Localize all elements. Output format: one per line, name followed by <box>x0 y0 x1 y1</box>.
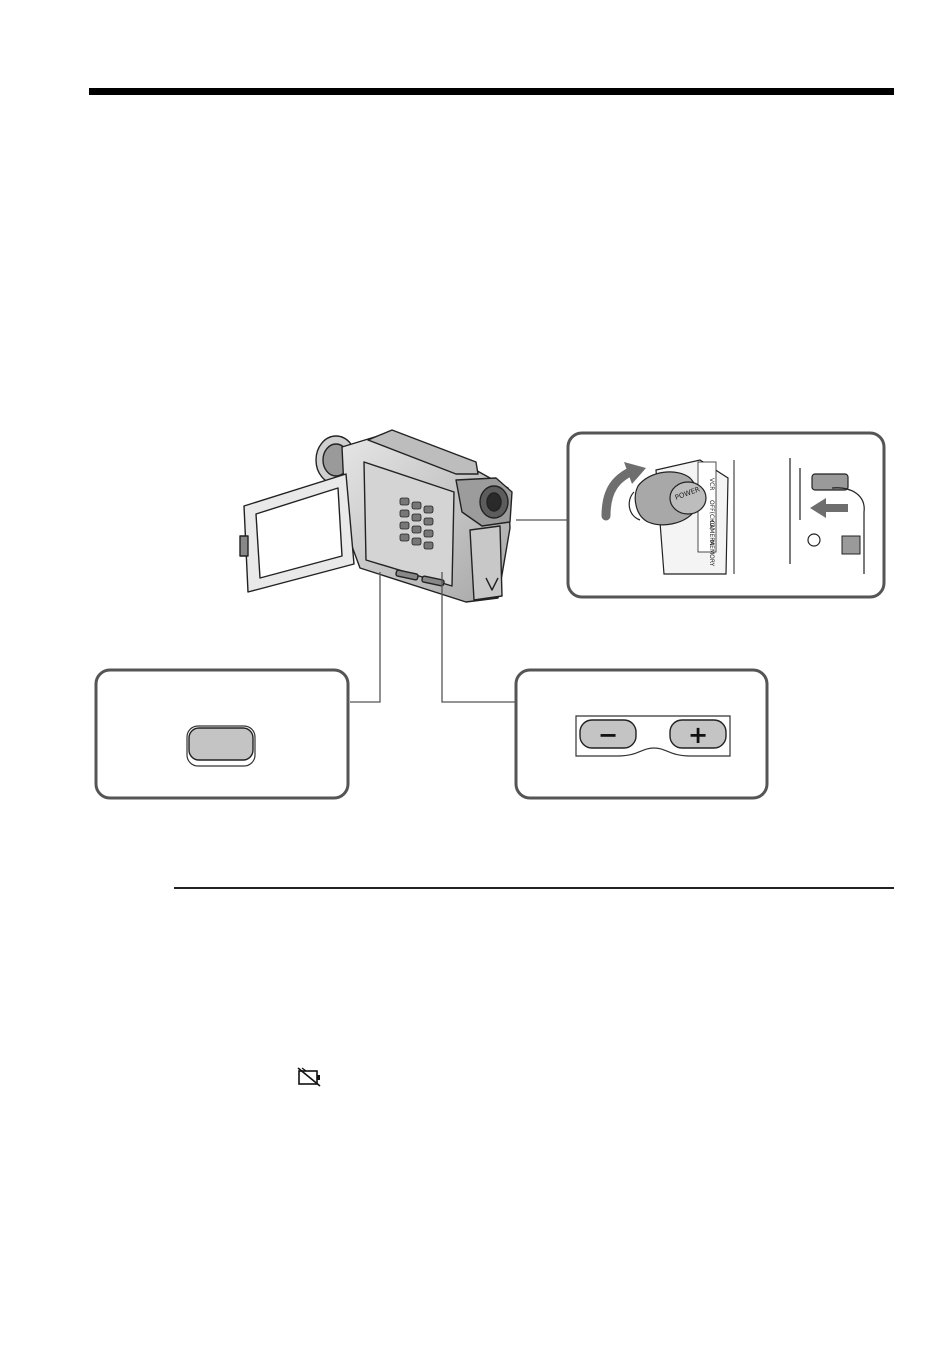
mode-label-memory: MEMORY <box>708 540 715 567</box>
section-divider <box>174 887 894 889</box>
callout-volume-buttons: − + <box>516 670 767 798</box>
mode-labels: VCR OFF(CHG) CAMERA MEMORY <box>698 462 716 567</box>
leader-line-left <box>350 572 380 702</box>
callout-single-button <box>96 670 348 798</box>
minus-symbol: − <box>598 721 618 749</box>
camcorder-illustration <box>240 430 512 602</box>
callout-power-switch: VCR OFF(CHG) CAMERA MEMORY POWER <box>568 433 884 597</box>
camcorder-figure: VCR OFF(CHG) CAMERA MEMORY POWER − + <box>0 0 950 880</box>
plus-symbol: + <box>688 721 708 749</box>
battery-warning-icon <box>296 1066 322 1088</box>
mode-label-vcr: VCR <box>708 478 715 490</box>
display-button[interactable] <box>189 728 253 760</box>
